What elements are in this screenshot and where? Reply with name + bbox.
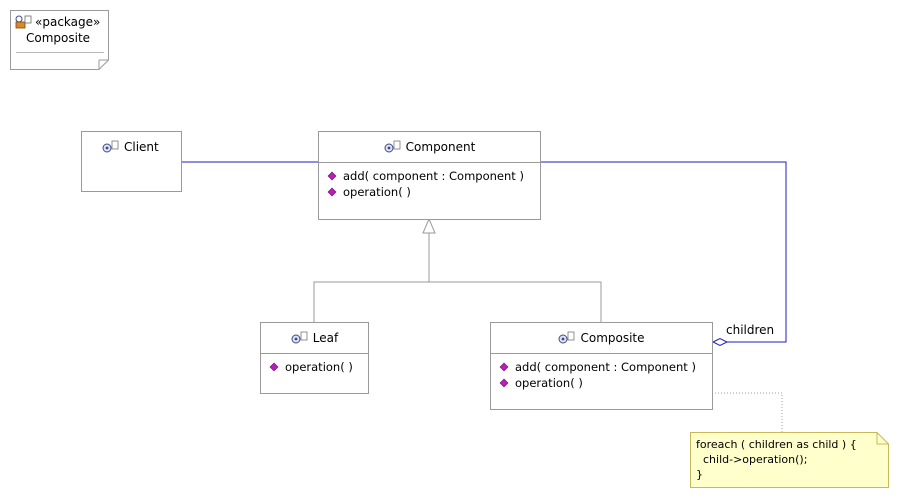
class-leaf-divider xyxy=(261,353,368,354)
association-role-label: children xyxy=(726,323,775,337)
class-icon xyxy=(558,331,575,344)
class-leaf-header: Leaf xyxy=(261,323,368,353)
operation-label: add( component : Component ) xyxy=(515,360,696,374)
package-name: Composite xyxy=(26,31,91,45)
operation-item[interactable]: operation( ) xyxy=(327,184,540,200)
package-frame[interactable]: «package» Composite xyxy=(10,10,109,70)
class-component[interactable]: Component add( component : Component ) o… xyxy=(318,131,541,220)
public-operation-icon xyxy=(327,171,337,181)
package-outline xyxy=(10,10,109,70)
note-shape xyxy=(690,432,889,488)
children-aggregation-line xyxy=(540,161,787,343)
class-component-header: Component xyxy=(319,132,540,162)
class-component-divider xyxy=(319,162,540,163)
class-leaf[interactable]: Leaf operation( ) xyxy=(260,322,369,394)
class-icon xyxy=(291,331,308,344)
note-anchor-line xyxy=(712,392,783,432)
operation-label: add( component : Component ) xyxy=(343,169,524,183)
generalization-arrowhead xyxy=(422,217,436,234)
operation-label: operation( ) xyxy=(285,360,353,374)
public-operation-icon xyxy=(499,378,509,388)
class-composite-name: Composite xyxy=(580,331,645,345)
class-composite-divider xyxy=(491,353,712,354)
package-stereotype: «package» xyxy=(35,15,101,29)
class-client-header: Client xyxy=(82,132,181,162)
class-client-name: Client xyxy=(124,140,159,154)
public-operation-icon xyxy=(327,187,337,197)
class-icon xyxy=(102,140,119,153)
class-client[interactable]: Client xyxy=(81,131,182,192)
leaf-generalization-line xyxy=(313,233,430,322)
public-operation-icon xyxy=(499,362,509,372)
class-component-name: Component xyxy=(405,140,476,154)
package-divider xyxy=(16,52,104,53)
class-composite[interactable]: Composite add( component : Component ) o… xyxy=(490,322,713,410)
operation-label: operation( ) xyxy=(515,376,583,390)
class-composite-operations: add( component : Component ) operation( … xyxy=(491,354,712,391)
operation-item[interactable]: add( component : Component ) xyxy=(327,168,540,184)
composite-generalization-line xyxy=(429,281,602,322)
class-leaf-operations: operation( ) xyxy=(261,354,368,375)
note[interactable]: foreach ( children as child ) { child->o… xyxy=(690,432,889,488)
class-composite-header: Composite xyxy=(491,323,712,353)
note-text: foreach ( children as child ) { child->o… xyxy=(696,438,857,481)
package-icon xyxy=(15,15,32,29)
public-operation-icon xyxy=(269,362,279,372)
operation-item[interactable]: operation( ) xyxy=(269,359,368,375)
aggregation-diamond xyxy=(711,337,729,347)
operation-label: operation( ) xyxy=(343,185,411,199)
class-icon xyxy=(384,140,401,153)
class-component-operations: add( component : Component ) operation( … xyxy=(319,163,540,200)
operation-item[interactable]: add( component : Component ) xyxy=(499,359,712,375)
operation-item[interactable]: operation( ) xyxy=(499,375,712,391)
class-leaf-name: Leaf xyxy=(312,331,339,345)
